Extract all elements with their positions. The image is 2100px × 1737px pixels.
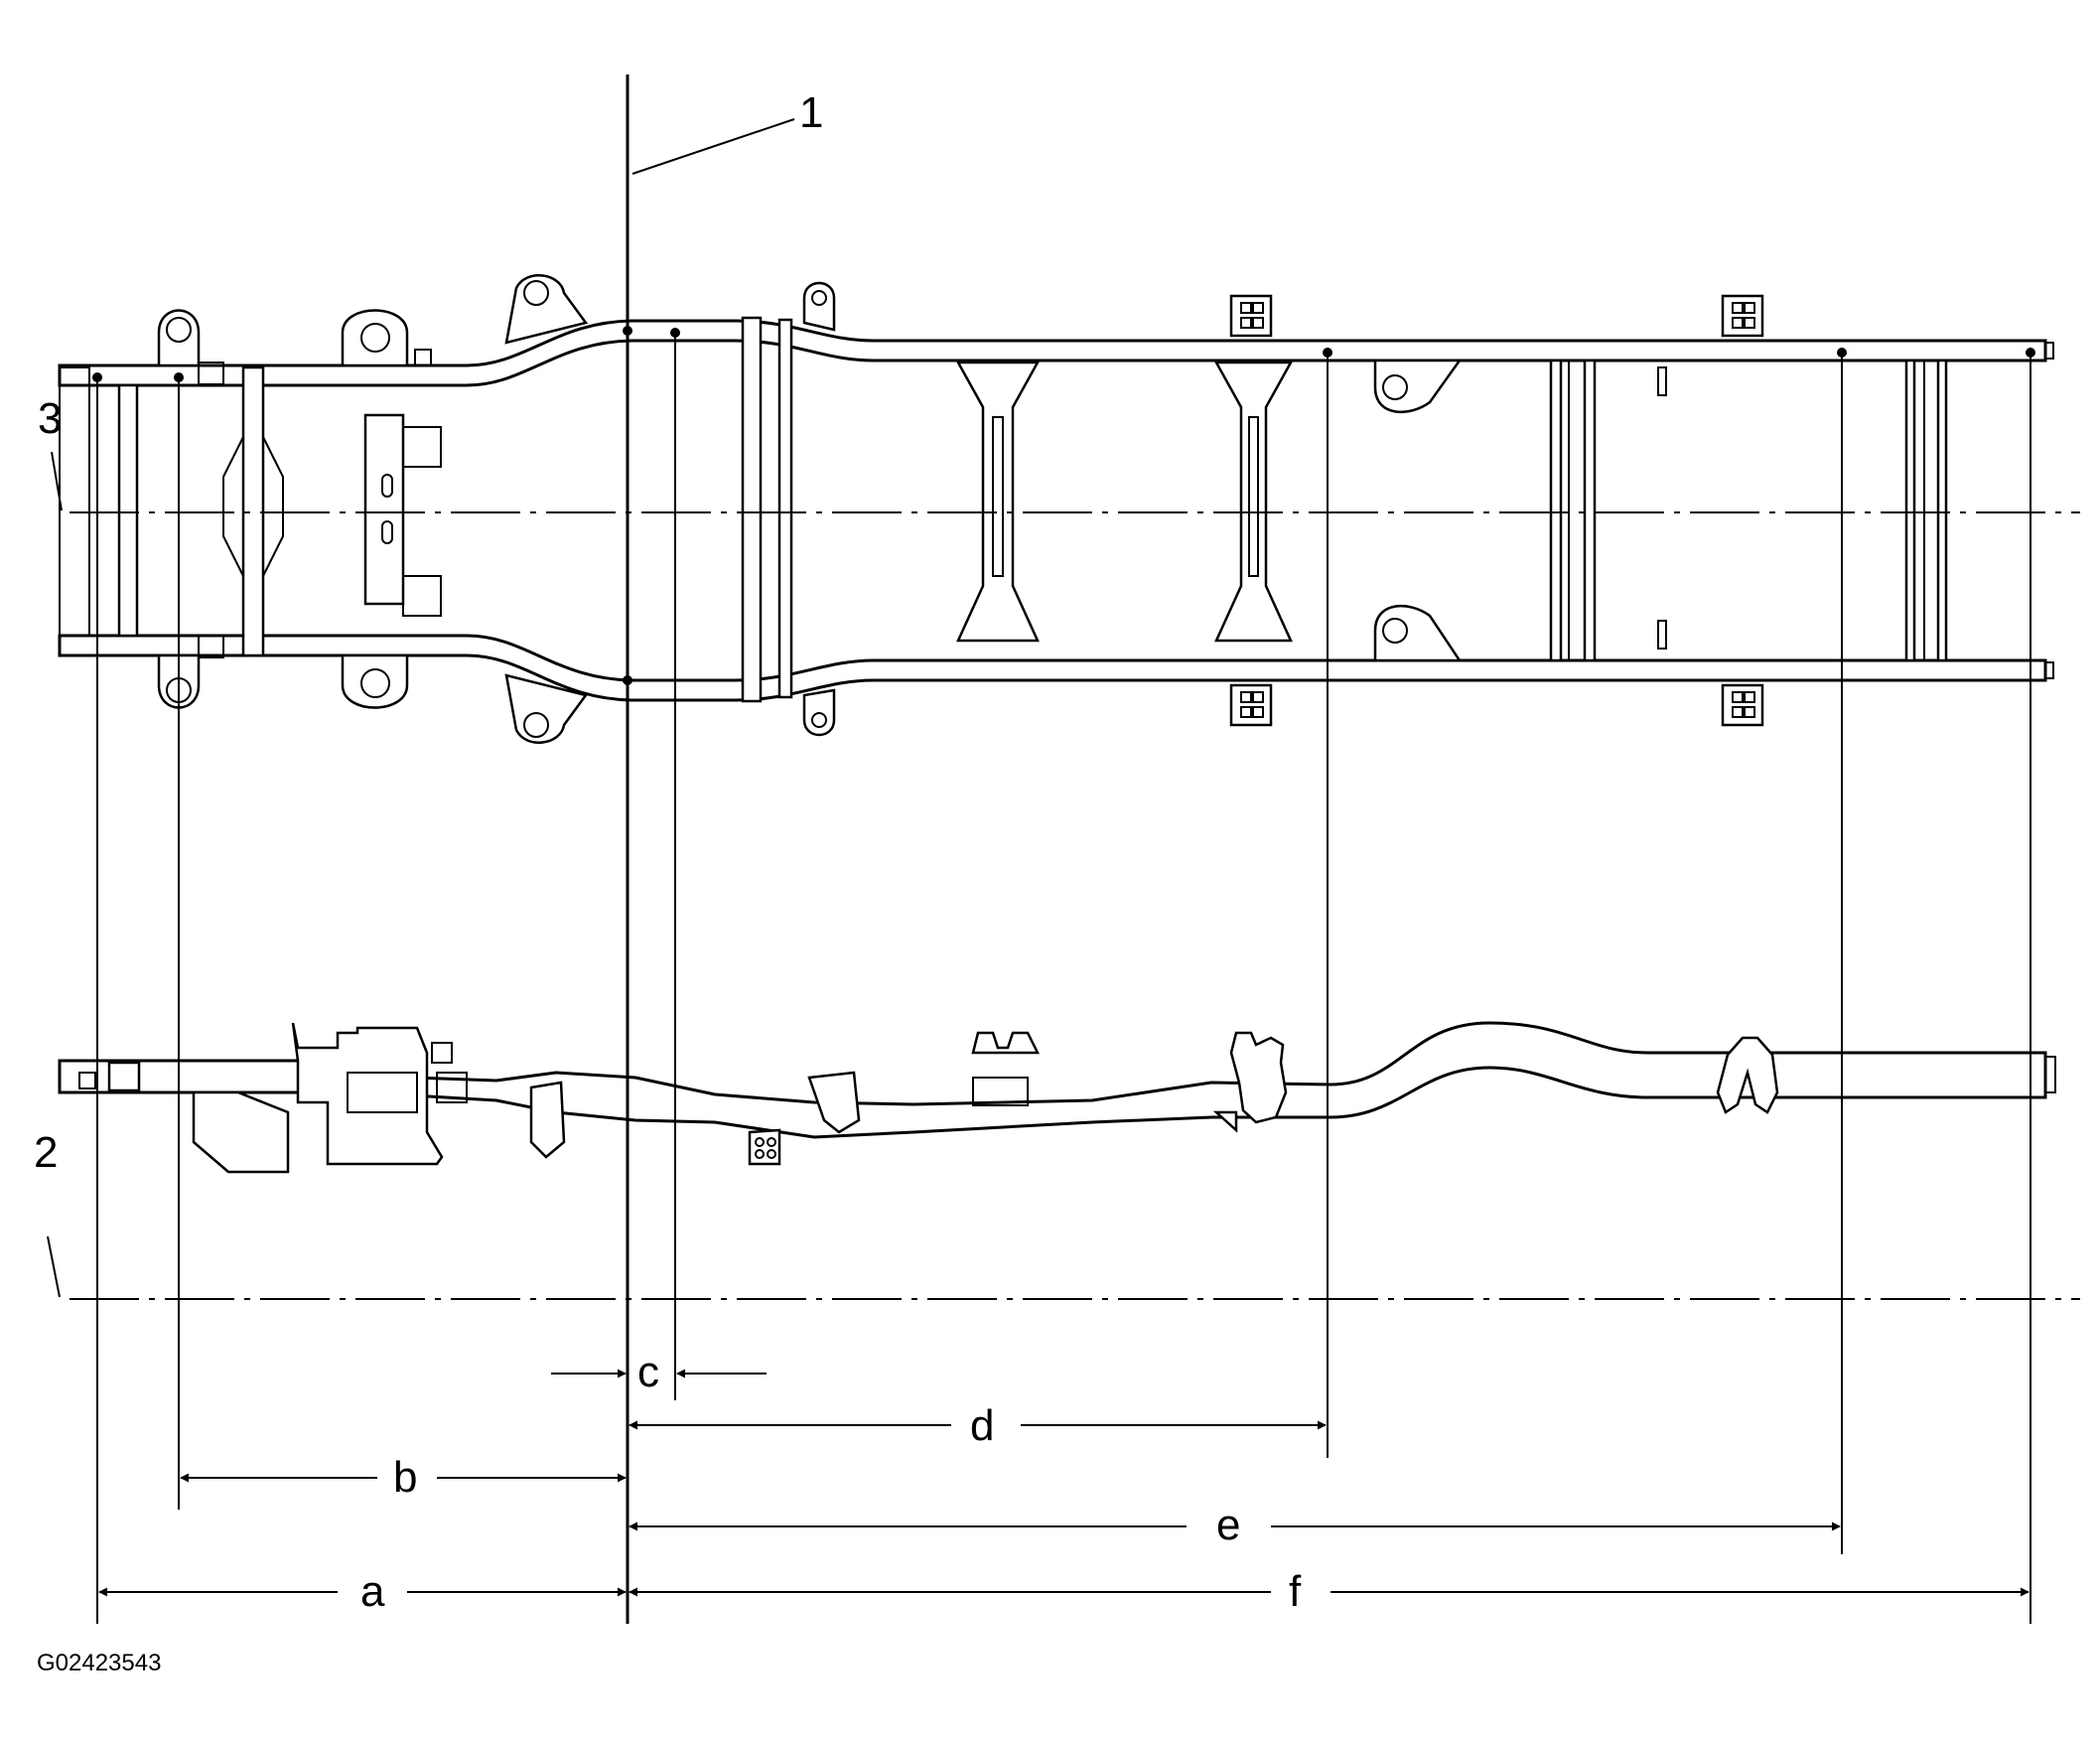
outrigger-lower: [1229, 683, 1273, 727]
figure-code: G02423543: [37, 1650, 161, 1676]
body-mount-mid-upper: [802, 281, 836, 332]
dimension-label-d: d: [970, 1401, 994, 1450]
dimension-label-e: e: [1216, 1501, 1240, 1549]
engine-mount-side: [291, 1022, 444, 1166]
outrigger-upper: [1229, 294, 1273, 338]
front-control-arm-bracket-upper: [341, 309, 432, 367]
transmission-bracket-side: [529, 1081, 566, 1159]
frame-rail-upper: [58, 319, 2047, 387]
callout-1: 1: [799, 88, 823, 137]
rear-hanger-side: [1716, 1036, 1779, 1114]
front-control-arm-bracket-lower: [341, 653, 409, 709]
rear-spring-hanger-upper: [1373, 359, 1463, 414]
frame-rail-lower: [58, 634, 2047, 702]
outrigger-rear-upper: [1721, 294, 1764, 338]
outrigger-rear-lower: [1721, 683, 1764, 727]
body-mount-front-lower: [504, 673, 589, 744]
callout-3: 3: [38, 394, 62, 443]
front-bumper-bracket: [107, 1061, 141, 1092]
rear-crossmember-2: [1904, 359, 1916, 662]
dimension-label-f: f: [1289, 1567, 1302, 1616]
measurement-points: [92, 326, 2035, 685]
front-crossmember-1: [117, 383, 139, 638]
rear-crossmember-1: [1549, 359, 1563, 662]
engine-mount-crossmember: [363, 413, 405, 606]
callout-2: 2: [34, 1128, 58, 1177]
outrigger-side: [1229, 1031, 1288, 1124]
frame-side-view: [58, 1021, 2056, 1174]
crossmember-mid-2: [1213, 361, 1294, 643]
dimension-label-c: c: [637, 1348, 659, 1396]
dimension-label-a: a: [360, 1567, 385, 1616]
frame-top-view: [58, 274, 2054, 744]
extension-lines: [96, 333, 2031, 1624]
front-spring-bracket-upper: [157, 309, 201, 367]
rear-spring-hanger-lower: [1373, 604, 1463, 662]
dimension-arrows: [98, 1369, 2030, 1597]
dimension-label-b: b: [393, 1453, 417, 1502]
body-mount-mid-lower: [802, 688, 836, 737]
transmission-crossmember: [741, 316, 763, 703]
body-mount-front-upper: [504, 274, 589, 345]
crossmember-mid-1: [955, 361, 1041, 643]
crossmember-bracket-side: [748, 1128, 781, 1166]
